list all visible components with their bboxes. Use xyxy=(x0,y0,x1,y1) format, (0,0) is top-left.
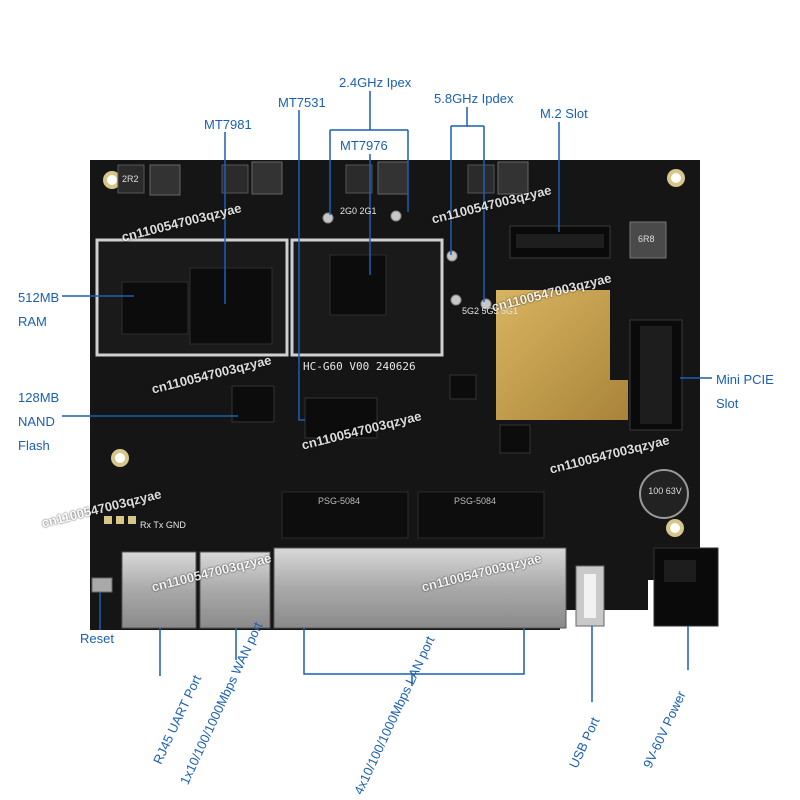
label-mt7976: MT7976 xyxy=(340,138,388,153)
transformer-1-text: PSG-5084 xyxy=(318,496,361,506)
reset-button xyxy=(91,577,113,593)
lan-port-block xyxy=(273,547,567,629)
mt7976-chip xyxy=(329,254,387,316)
uart-silk: Rx Tx GND xyxy=(140,520,186,530)
small-cap-text: 2R2 xyxy=(122,174,139,184)
silk-2g: 2G0 2G1 xyxy=(340,206,377,216)
nand-chip xyxy=(231,385,275,423)
label-reset: Reset xyxy=(80,631,114,646)
ram-chip xyxy=(121,281,189,335)
label-mini-pcie: Mini PCIE Slot xyxy=(716,372,774,411)
board-model-silk: HC-G60 V00 240626 xyxy=(303,360,416,373)
mounting-holes xyxy=(103,169,685,537)
power-jack xyxy=(653,547,719,627)
silk-5g: 5G2 5G3 5G1 xyxy=(462,306,519,316)
label-nand: 128MB NAND Flash xyxy=(18,390,60,453)
inductor xyxy=(629,221,667,259)
uart-header xyxy=(104,516,136,524)
label-mt7981: MT7981 xyxy=(204,117,252,132)
label-mt7531: MT7531 xyxy=(278,95,326,110)
mt7981-chip xyxy=(189,267,273,345)
wan-port xyxy=(199,551,271,629)
leader-lines xyxy=(62,91,712,702)
inductor-text: 6R8 xyxy=(638,234,655,244)
label-m2-slot: M.2 Slot xyxy=(540,106,588,121)
label-24ghz-ipex: 2.4GHz Ipex xyxy=(339,75,412,90)
rj45-uart-port xyxy=(121,551,197,629)
lan-transformer xyxy=(417,491,545,539)
mt7531-chip xyxy=(304,397,378,439)
lan-transformer xyxy=(281,491,409,539)
label-ram: 512MB RAM xyxy=(18,290,60,329)
large-capacitor xyxy=(639,469,689,519)
capacitor-text: 100 63V xyxy=(648,486,682,496)
label-58ghz-ipdex: 5.8GHz Ipdex xyxy=(434,91,514,106)
transformer-2-text: PSG-5084 xyxy=(454,496,497,506)
gold-pad-area xyxy=(496,290,628,420)
ipex-connectors xyxy=(322,210,492,310)
small-chip xyxy=(499,424,531,454)
top-capacitors xyxy=(117,161,529,196)
small-chip xyxy=(449,374,477,400)
